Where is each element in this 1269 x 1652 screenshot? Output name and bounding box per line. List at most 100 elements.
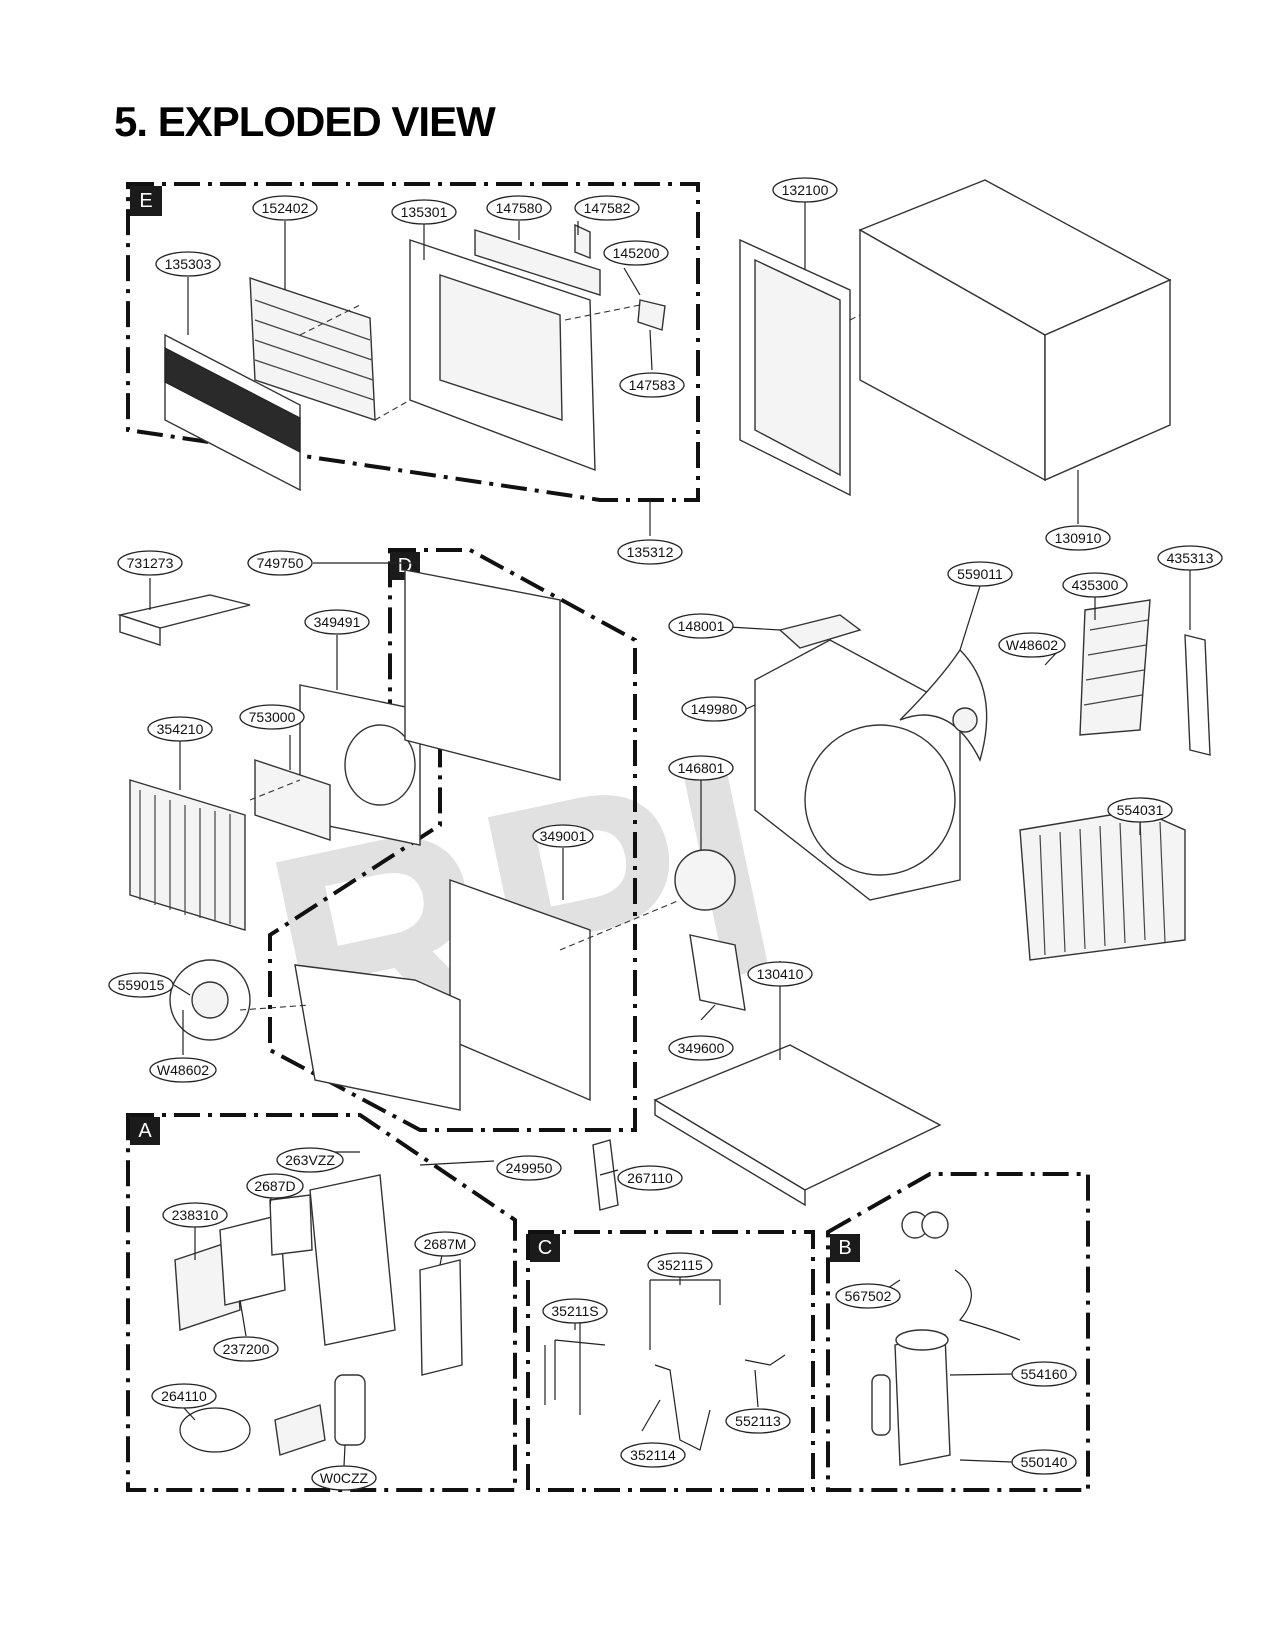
tubing-drawing <box>544 1279 786 1451</box>
svg-text:W48602: W48602 <box>157 1062 209 1078</box>
part-label-264110: 264110 <box>151 1383 217 1409</box>
svg-text:132100: 132100 <box>782 182 829 198</box>
svg-text:135301: 135301 <box>401 204 448 220</box>
part-label-152402: 152402 <box>252 195 318 221</box>
section-tag-b-label: B <box>838 1237 851 1259</box>
svg-text:552113: 552113 <box>735 1413 781 1429</box>
section-tag-a-label: A <box>138 1120 152 1142</box>
svg-text:554160: 554160 <box>1021 1366 1068 1382</box>
dashed-alignment-lines <box>239 304 861 1011</box>
svg-text:749750: 749750 <box>257 555 304 571</box>
part-label-263vzz: 263VZZ <box>276 1147 344 1173</box>
section-tag-c-label: C <box>538 1237 552 1259</box>
part-label-w48602-left: W48602 <box>149 1057 217 1083</box>
part-label-w48602-right: W48602 <box>998 632 1066 658</box>
frame-section-c <box>526 1230 815 1492</box>
part-label-354210: 354210 <box>147 716 213 742</box>
frame-section-e <box>126 182 700 502</box>
part-label-567502: 567502 <box>835 1283 901 1309</box>
part-label-249950: 249950 <box>496 1155 562 1181</box>
part-label-2687d: 2687D <box>246 1173 304 1199</box>
svg-text:W0CZZ: W0CZZ <box>320 1470 369 1486</box>
part-label-352114: 352114 <box>620 1442 686 1468</box>
svg-text:354210: 354210 <box>157 721 204 737</box>
svg-text:435300: 435300 <box>1072 577 1119 593</box>
svg-text:352115: 352115 <box>657 1257 703 1273</box>
part-label-147580: 147580 <box>486 195 552 221</box>
part-label-349600: 349600 <box>668 1035 734 1061</box>
svg-text:130910: 130910 <box>1055 530 1102 546</box>
svg-text:267110: 267110 <box>627 1170 673 1186</box>
svg-text:35211S: 35211S <box>551 1303 598 1319</box>
part-label-267110: 267110 <box>617 1165 683 1191</box>
svg-text:148001: 148001 <box>678 618 725 634</box>
part-label-135301: 135301 <box>391 199 457 225</box>
part-label-753000: 753000 <box>239 704 305 730</box>
part-label-2687m: 2687M <box>414 1231 476 1257</box>
part-label-554160: 554160 <box>1011 1361 1077 1387</box>
control-box-drawing <box>174 1174 463 1456</box>
svg-text:W48602: W48602 <box>1006 637 1058 653</box>
frame-section-a <box>126 1113 517 1492</box>
part-label-148001: 148001 <box>668 613 734 639</box>
part-label-146801: 146801 <box>668 755 734 781</box>
part-label-147582: 147582 <box>574 195 640 221</box>
svg-text:567502: 567502 <box>845 1288 892 1304</box>
compressor-drawing <box>871 1211 1021 1466</box>
part-label-352115: 352115 <box>647 1252 713 1278</box>
svg-text:149980: 149980 <box>691 701 738 717</box>
svg-text:349600: 349600 <box>678 1040 725 1056</box>
part-label-559011: 559011 <box>947 561 1013 587</box>
part-label-349491: 349491 <box>304 609 370 635</box>
svg-text:147583: 147583 <box>629 377 676 393</box>
svg-text:349491: 349491 <box>314 614 361 630</box>
cabinet-drawing <box>739 179 1172 497</box>
section-tag-b: B <box>830 1234 860 1262</box>
chassis-assembly-drawing <box>117 569 591 1111</box>
svg-text:731273: 731273 <box>127 555 174 571</box>
frame-section-b <box>826 1172 1090 1492</box>
outdoor-section-drawing <box>592 599 1211 1211</box>
part-label-145200: 145200 <box>603 240 669 266</box>
part-label-237200: 237200 <box>213 1336 279 1362</box>
svg-text:135303: 135303 <box>165 256 212 272</box>
svg-text:264110: 264110 <box>161 1388 207 1404</box>
svg-text:753000: 753000 <box>249 709 296 725</box>
part-label-435313: 435313 <box>1157 545 1223 571</box>
part-label-554031: 554031 <box>1107 797 1173 823</box>
front-panel-cover-drawing <box>164 223 666 492</box>
part-label-552113: 552113 <box>725 1408 791 1434</box>
part-label-731273: 731273 <box>117 550 183 576</box>
part-label-238310: 238310 <box>162 1202 228 1228</box>
svg-text:352114: 352114 <box>630 1447 676 1463</box>
svg-text:145200: 145200 <box>613 245 660 261</box>
svg-text:152402: 152402 <box>262 200 309 216</box>
svg-text:147582: 147582 <box>584 200 631 216</box>
part-label-550140: 550140 <box>1011 1449 1077 1475</box>
part-label-130410: 130410 <box>747 961 813 987</box>
part-label-749750: 749750 <box>247 550 313 576</box>
svg-text:550140: 550140 <box>1021 1454 1068 1470</box>
svg-text:435313: 435313 <box>1167 550 1214 566</box>
part-label-132100: 132100 <box>772 177 838 203</box>
svg-text:146801: 146801 <box>678 760 725 776</box>
page-title: 5. EXPLODED VIEW <box>114 98 496 145</box>
part-label-135312: 135312 <box>617 539 683 565</box>
part-label-559015: 559015 <box>108 972 174 998</box>
section-tag-e: E <box>130 186 162 216</box>
part-label-35211s: 35211S <box>542 1298 608 1324</box>
svg-text:559015: 559015 <box>118 977 165 993</box>
svg-text:147580: 147580 <box>496 200 543 216</box>
svg-text:238310: 238310 <box>172 1207 219 1223</box>
svg-text:559011: 559011 <box>957 566 1003 582</box>
svg-text:130410: 130410 <box>757 966 804 982</box>
svg-text:554031: 554031 <box>1117 802 1164 818</box>
section-tag-c: C <box>530 1234 560 1262</box>
svg-text:349001: 349001 <box>540 828 587 844</box>
svg-text:2687M: 2687M <box>424 1236 467 1252</box>
part-label-135303: 135303 <box>155 251 221 277</box>
part-label-147583: 147583 <box>619 372 685 398</box>
part-label-130910: 130910 <box>1045 525 1111 551</box>
part-label-w0czz: W0CZZ <box>311 1465 377 1491</box>
